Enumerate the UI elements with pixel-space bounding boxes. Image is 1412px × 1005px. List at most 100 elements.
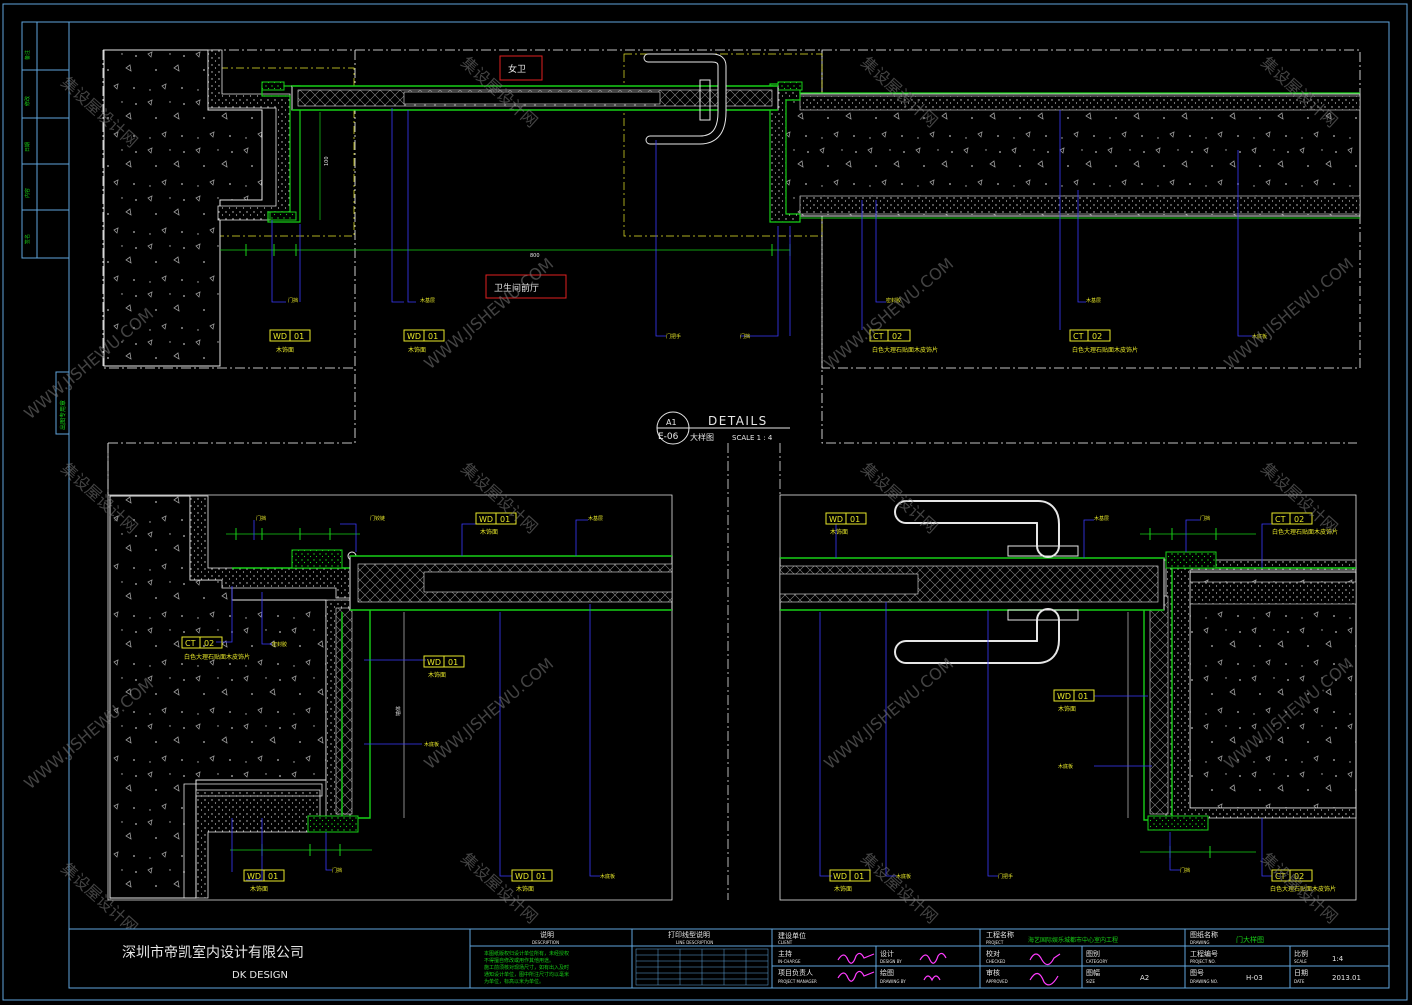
pm-label: 项目负责人 [778,968,813,977]
svg-text:WD: WD [247,872,261,881]
revision-row-5: 签名 [24,234,31,244]
svg-text:木底板: 木底板 [424,741,439,748]
issue-stamp-label: 出图专用章 [59,400,67,430]
svg-text:01: 01 [854,872,864,881]
svg-text:集设屋设计网: 集设屋设计网 [857,849,941,927]
svg-text:门把手: 门把手 [998,873,1013,880]
detail-number: A1 [666,418,677,427]
svg-text:01: 01 [268,872,278,881]
svg-text:门挡: 门挡 [288,297,298,304]
svg-text:白色大理石贴面木皮饰片: 白色大理石贴面木皮饰片 [1272,528,1338,536]
detail-subtitle: 大样图 [690,432,714,442]
svg-text:门挡: 门挡 [1180,867,1190,874]
notes-line-5: 为单位，标高以米为单位。 [484,978,544,985]
svg-text:门挡: 门挡 [332,867,342,874]
approve-label: 审核 [986,968,1000,977]
revision-row-2: 修改 [24,96,31,106]
bottom-right-detail: WD 01 木饰面 CT 02 白色大理石贴面木皮饰片 WD 01 木饰面 WD… [779,443,1357,901]
sheet-outer-frame [2,3,1408,1001]
drawing-no-value: H-03 [1246,974,1263,982]
top-tag-ct-1: CT 02 白色大理石贴面木皮饰片 [869,329,938,354]
svg-text:木饰面: 木饰面 [516,885,534,893]
line-weight-table [635,948,769,986]
svg-text:CLIENT: CLIENT [778,940,793,945]
svg-text:SIZE: SIZE [1086,979,1095,984]
notes-line-3: 施工前须核对现场尺寸，如有出入及时 [484,964,569,971]
revision-strip: 备注 修改 日期 内容 签名 出图专用章 [21,21,70,435]
svg-text:CT: CT [1073,332,1084,341]
svg-text:木底板: 木底板 [896,873,911,880]
svg-text:CT: CT [873,332,884,341]
svg-text:02: 02 [1092,332,1102,341]
svg-text:01: 01 [536,872,546,881]
svg-text:密封胶: 密封胶 [272,641,287,648]
detail-scale: SCALE 1 : 4 [732,434,773,442]
category-label: 图别 [1086,949,1100,958]
svg-text:木饰面: 木饰面 [250,885,268,893]
top-tag-ct-2: CT 02 白色大理石贴面木皮饰片 [1069,329,1138,354]
svg-text:01: 01 [850,515,860,524]
svg-text:WD: WD [833,872,847,881]
draw-label: 绘图 [880,968,894,977]
bl-tag-wd-1: WD 01 木饰面 [475,512,517,536]
svg-text:DESCRIPTION: DESCRIPTION [532,940,559,945]
design-label: 设计 [880,949,894,958]
bl-tag-wd-2: WD 01 木饰面 [423,655,465,679]
svg-text:100: 100 [324,156,330,166]
room-label-female-toilet: 女卫 [508,63,526,75]
svg-text:02: 02 [1294,515,1304,524]
svg-text:WD: WD [479,515,493,524]
svg-text:01: 01 [448,658,458,667]
job-no-label: 工程编号 [1190,949,1218,958]
svg-text:白色大理石贴面木皮饰片: 白色大理石贴面木皮饰片 [184,653,250,661]
company-name-cn: 深圳市帝凯室内设计有限公司 [122,944,304,961]
svg-text:木底板: 木底板 [600,873,615,880]
top-tag-wd-1: WD 01 木饰面 [269,329,311,354]
client-label: 建设单位 [778,931,806,940]
svg-text:WD: WD [273,332,287,341]
svg-text:WD: WD [407,332,421,341]
room-label-anteroom: 卫生间前厅 [494,282,539,294]
svg-text:PROJECT: PROJECT [986,940,1004,945]
svg-text:木饰面: 木饰面 [1058,705,1076,713]
svg-text:01: 01 [500,515,510,524]
svg-text:DRAWING: DRAWING [1190,940,1209,945]
svg-text:木饰面: 木饰面 [276,346,294,354]
revision-row-4: 内容 [24,188,31,198]
signature-marks [837,952,1061,986]
date-label: 日期 [1294,969,1308,977]
svg-text:白色大理石贴面木皮饰片: 白色大理石贴面木皮饰片 [1072,346,1138,354]
svg-text:01: 01 [428,332,438,341]
bottom-left-detail: 墙体 WD 01 木饰面 CT 02 白色大理石贴面木皮饰片 [107,443,729,901]
svg-text:白色大理石贴面木皮饰片: 白色大理石贴面木皮饰片 [872,346,938,354]
project-name: 海艺国际娱乐城都市中心室内工程 [1028,936,1118,944]
project-label: 工程名称 [986,930,1014,939]
br-tag-wd-1: WD 01 木饰面 [825,512,867,536]
check-label: 校对 [986,949,1000,958]
svg-text:木基层: 木基层 [1086,297,1101,304]
svg-text:02: 02 [892,332,902,341]
svg-text:木饰面: 木饰面 [408,346,426,354]
svg-text:WD: WD [1057,692,1071,701]
detail-title: DETAILS [708,414,768,428]
top-detail: 800 100 女卫 卫生间前厅 WD 01 木饰面 WD 01 [102,49,1361,444]
svg-text:门铰链: 门铰链 [370,515,385,522]
drawing-no-label: 图号 [1190,969,1204,977]
detail-marker: A1 E-06 DETAILS 大样图 SCALE 1 : 4 [656,411,790,445]
svg-text:WWW.JISHEWU.COM: WWW.JISHEWU.COM [420,254,557,373]
company-name-en: DK DESIGN [232,970,288,981]
svg-text:门挡: 门挡 [1200,515,1210,522]
svg-text:CT: CT [1275,872,1286,881]
svg-text:800: 800 [530,253,540,259]
revision-row-3: 日期 [25,142,31,152]
svg-text:CATEGORY: CATEGORY [1086,959,1108,964]
svg-text:DRAWING BY: DRAWING BY [880,979,906,984]
svg-text:DATE: DATE [1294,979,1305,984]
svg-text:IN-CHARGE: IN-CHARGE [778,959,801,964]
svg-text:门把手: 门把手 [666,333,681,340]
br-tag-ct-2: CT 02 白色大理石贴面木皮饰片 [1270,869,1336,893]
title-block: 深圳市帝凯室内设计有限公司 DK DESIGN 说明 DESCRIPTION 本… [68,928,1390,989]
sheet-size-value: A2 [1140,974,1149,982]
svg-text:PROJECT MANAGER: PROJECT MANAGER [778,979,817,984]
